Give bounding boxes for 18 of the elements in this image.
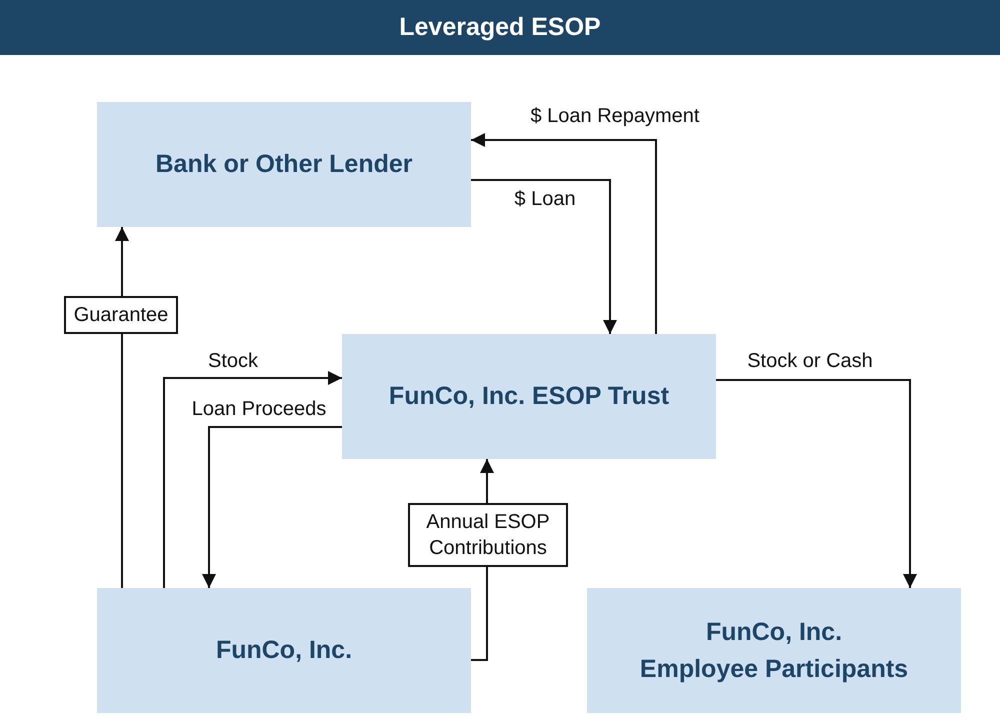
arrow [115, 227, 129, 588]
edge-label: $ Loan Repayment [528, 105, 702, 128]
entity-name: FunCo, Inc. ESOP Trust [388, 381, 670, 412]
arrow [202, 426, 342, 588]
arrow [471, 179, 617, 334]
entity-box [587, 588, 961, 713]
title: Leveraged ESOP [398, 13, 602, 42]
arrow [716, 379, 917, 588]
entity-name: FunCo, Inc. Employee Participants [638, 617, 910, 684]
entity-box [342, 334, 716, 459]
entity-name: Bank or Other Lender [156, 149, 412, 180]
arrow [471, 133, 657, 334]
edge-label-box: Guarantee [64, 296, 178, 334]
entity-box [97, 102, 471, 227]
arrow [163, 371, 342, 588]
edge-label-box: Annual ESOP Contributions [408, 503, 568, 567]
entity-box [97, 588, 471, 713]
entity-name: FunCo, Inc. [216, 635, 352, 666]
